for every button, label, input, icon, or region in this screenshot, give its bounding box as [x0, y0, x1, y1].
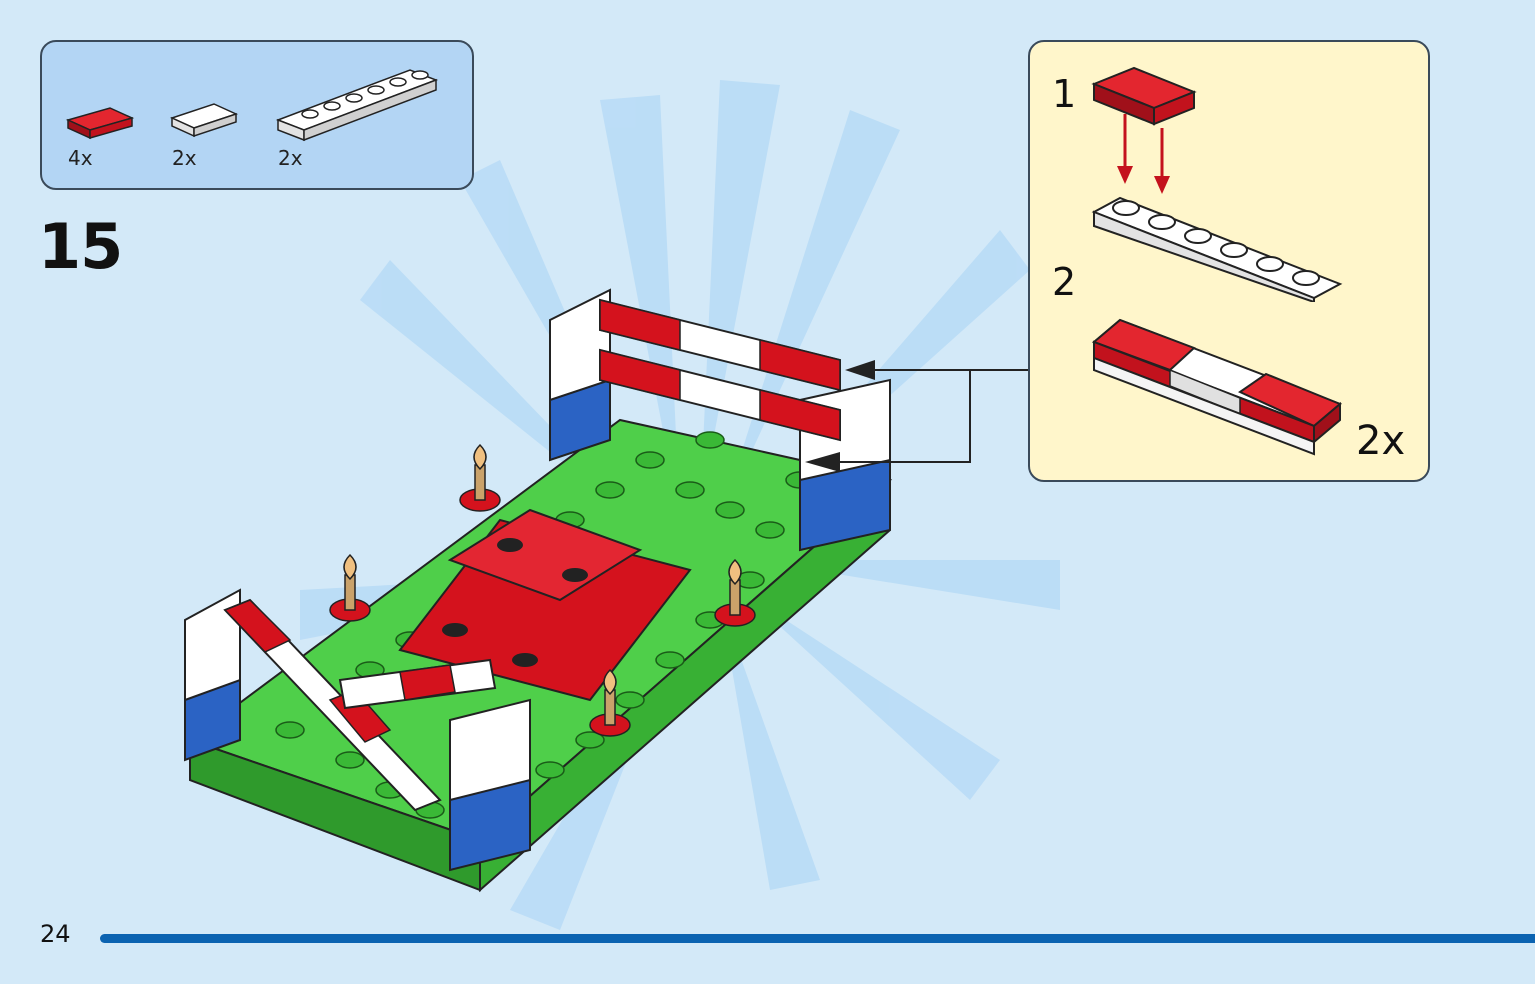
sub-step-2-illustration	[1092, 318, 1342, 456]
red-tile-1x2-icon	[65, 107, 135, 140]
sub-step-1-number: 1	[1052, 72, 1077, 116]
sub-assembly-multiplier: 2x	[1356, 418, 1406, 464]
page-progress-bar	[100, 934, 1535, 943]
callout-pointer-arrows	[805, 360, 1028, 472]
sub-assembly-callout: 1 2 2x	[1028, 40, 1430, 482]
step-number: 15	[38, 210, 123, 283]
page-number: 24	[40, 920, 71, 948]
sub-step-1-illustration	[1091, 66, 1343, 302]
white-tile-1x2-icon	[169, 103, 239, 138]
part-qty-white-tile: 2x	[172, 146, 197, 170]
part-qty-red-tile: 4x	[68, 146, 93, 170]
part-qty-white-plate: 2x	[278, 146, 303, 170]
parts-list-panel: 4x 2x 2x	[40, 40, 474, 190]
sub-step-2-number: 2	[1052, 260, 1077, 304]
assembled-model-illustration	[184, 288, 893, 893]
white-plate-1x6-icon	[275, 69, 439, 142]
